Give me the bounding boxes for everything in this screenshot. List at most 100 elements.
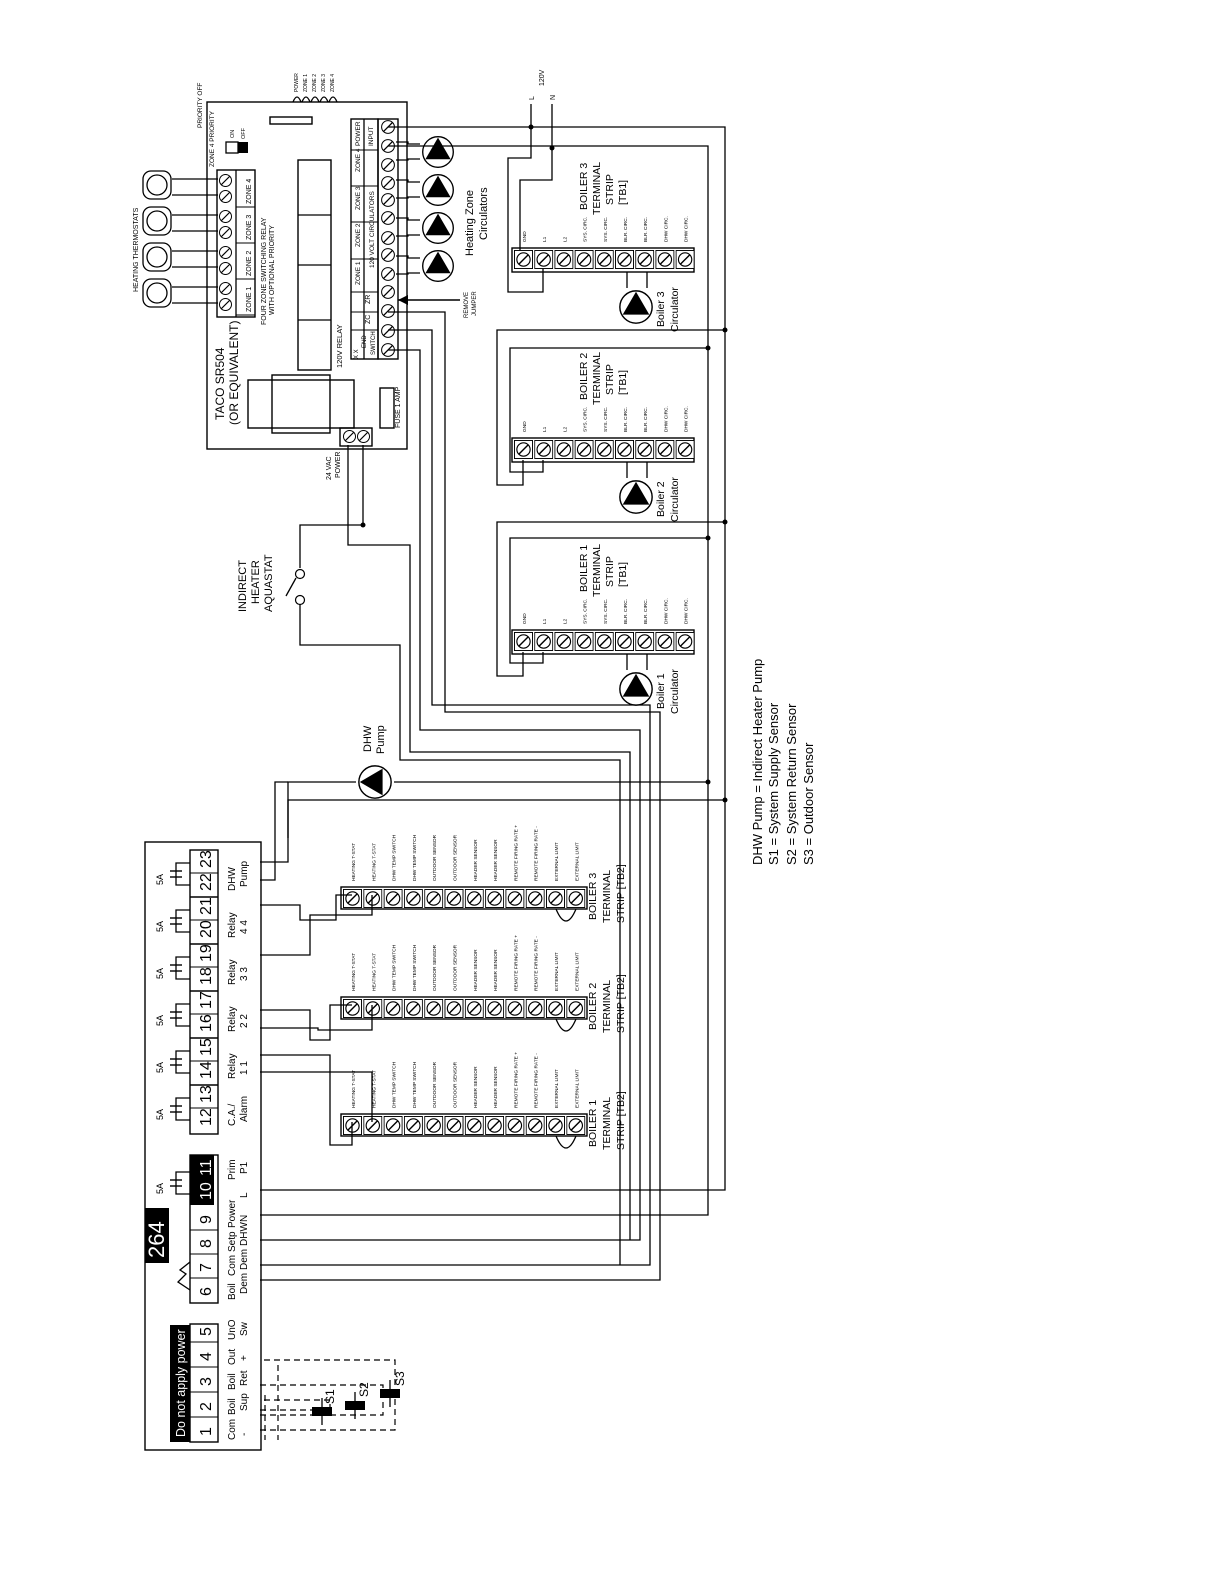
- tb2-terminal-2-5: [444, 1116, 464, 1135]
- tb2-terminal-0-8: [505, 889, 525, 908]
- tb2-label-1-3: DHW TEMP SWITCH: [412, 944, 418, 991]
- tb2-t1-2: TERMINAL: [601, 1097, 613, 1150]
- tb2-terminal-1-2: [383, 999, 403, 1018]
- tb2-label-1-4: OUTDOOR SENSOR: [432, 944, 438, 991]
- tb2-label-2-7: HEADER SENSOR: [493, 1066, 499, 1108]
- tb2-label-2-6: HEADER SENSOR: [473, 1066, 479, 1108]
- led-4: ZONE 4: [330, 74, 336, 92]
- tstat-zone-3: ZONE 4: [246, 179, 253, 204]
- tb2-terminal-1-6: [464, 999, 484, 1018]
- relay-label-12-b: Alarm: [239, 1096, 250, 1122]
- tb2-label-1-8: REMOTE FIRING RATE +: [513, 935, 519, 991]
- tb2-name-0: BOILER 3: [587, 873, 599, 920]
- tb1-label-2-5: BLR. CIRC.: [623, 599, 629, 624]
- terminal-8: 8: [198, 1239, 215, 1248]
- vac-label-1: 24 VAC: [326, 456, 333, 480]
- terminal-9: 9: [198, 1215, 215, 1224]
- tb1-terminal-1-8: [675, 440, 695, 459]
- tb2-terminal-1-10: [546, 999, 565, 1018]
- tb2-terminal-2-1: [363, 1116, 383, 1135]
- terminal-13: 13: [198, 1085, 215, 1103]
- tb1-label-0-5: BLR. CIRC.: [623, 217, 629, 242]
- terminal-label-7-a: Com: [227, 1255, 238, 1276]
- tb1-label-1-4: SYS. CIRC.: [603, 407, 609, 432]
- end-switch-1: X X: [354, 349, 360, 359]
- thermostat-icon-1: [142, 242, 172, 272]
- terminal-label-11-a: Prim: [227, 1159, 238, 1180]
- dhw-pump-icon: [358, 765, 392, 799]
- tb2-label-0-10: EXTERNAL LIMIT: [554, 842, 560, 881]
- boiler-circulator-icon-0: [619, 290, 653, 324]
- tb2-terminal-0-7: [485, 889, 505, 908]
- terminal-label-1-a: Com: [227, 1419, 238, 1440]
- tb2-label-2-2: DHW TEMP SWITCH: [392, 1061, 398, 1108]
- relay-label-16-a: Relay: [227, 1006, 238, 1032]
- tb2-t2-0: STRIP [TB2]: [615, 864, 627, 923]
- tb2-label-0-6: HEADER SENSOR: [473, 839, 479, 881]
- tb2-terminal-0-10: [546, 889, 565, 908]
- tb1-label-1-2: L2: [562, 426, 568, 432]
- terminal-label-9-a: Power: [227, 1199, 238, 1228]
- sensor-s1: S1: [323, 1389, 337, 1404]
- relay-label-14-a: Relay: [227, 1053, 238, 1079]
- tb1-terminal-2-7: [655, 632, 675, 651]
- tb2-label-0-2: DHW TEMP SWITCH: [392, 834, 398, 881]
- relay-label-18-a: Relay: [227, 959, 238, 985]
- terminal-7: 7: [198, 1263, 215, 1272]
- tb2-terminal-0-3: [403, 889, 423, 908]
- priority-label: ZONE 4 PRIORITY: [209, 110, 216, 167]
- terminal-4: 4: [198, 1352, 215, 1361]
- tb2-label-1-9: REMOTE FIRING RATE -: [534, 936, 540, 991]
- thermostats-label: HEATING THERMOSTATS: [133, 207, 140, 292]
- relay-label-14-b: 1 1: [239, 1061, 250, 1075]
- led-1: ZONE 1: [303, 74, 309, 92]
- tb1-t1-2: TERMINAL: [591, 544, 603, 597]
- thermostat-icon-0: [142, 278, 172, 308]
- terminal-11: 11: [198, 1159, 215, 1176]
- tb1-terminal-0-5: [615, 250, 634, 269]
- tb1-circ1-2: Boiler 1: [655, 673, 667, 709]
- tb1-label-1-5: BLR. CIRC.: [623, 407, 629, 432]
- terminal-20: 20: [198, 920, 215, 938]
- tb1-label-2-8: DHW CIRC.: [684, 598, 690, 624]
- terminal-label-7-b: Dem: [239, 1249, 250, 1270]
- tb2-terminal-0-1: [363, 889, 383, 908]
- tb1-label-0-2: L2: [562, 236, 568, 242]
- tb1-label-1-8: DHW CIRC.: [684, 406, 690, 432]
- heating-zone-label-1: Heating Zone: [464, 190, 476, 256]
- tb1-t1-0: TERMINAL: [591, 162, 603, 215]
- relay-subtitle: WITH OPTIONAL PRIORITY: [269, 225, 276, 315]
- tb2-terminal-2-2: [383, 1116, 403, 1135]
- tb2-label-2-0: HEATING T-STAT: [351, 1070, 357, 1108]
- terminal-2: 2: [198, 1402, 215, 1411]
- tb2-terminal-0-9: [525, 889, 545, 908]
- relay-title: FOUR ZONE SWITCHING RELAY: [261, 217, 268, 325]
- zone-circulator-icon-3: [422, 136, 454, 168]
- tb1-circ2-2: Circulator: [669, 669, 681, 714]
- relay-label-18-b: 3 3: [239, 967, 250, 981]
- tb2-label-0-5: OUTDOOR SENSOR: [453, 834, 459, 881]
- tb2-label-2-1: HEATING T-STAT: [371, 1070, 377, 1108]
- power-input-2: INPUT: [368, 126, 375, 146]
- tb2-terminal-2-8: [505, 1116, 525, 1135]
- tb1-label-1-7: DHW CIRC.: [663, 406, 669, 432]
- relay-label-16-b: 2 2: [239, 1014, 250, 1028]
- terminal-3: 3: [198, 1377, 215, 1386]
- tb1-terminal-0-2: [554, 250, 574, 269]
- tb1-terminal-0-3: [574, 250, 594, 269]
- tb1-label-2-7: DHW CIRC.: [663, 598, 669, 624]
- tb2-name-1: BOILER 2: [587, 983, 599, 1030]
- terminal-12: 12: [198, 1108, 215, 1126]
- tb2-terminal-1-5: [444, 999, 464, 1018]
- tb1-label-1-6: BLR. CIRC.: [643, 407, 649, 432]
- out-zone-0: ZONE 1: [355, 261, 362, 285]
- tb2-terminal-2-11: [566, 1116, 586, 1135]
- tb1-terminal-0-1: [534, 250, 554, 269]
- tb1-terminal-1-6: [635, 440, 655, 459]
- tb1-t2-1: STRIP: [604, 364, 616, 395]
- tb2-terminal-1-8: [505, 999, 525, 1018]
- legend: DHW Pump = Indirect Heater Pump S1 = Sys…: [750, 659, 816, 865]
- legend-s3: S3 = Outdoor Sensor: [801, 742, 816, 865]
